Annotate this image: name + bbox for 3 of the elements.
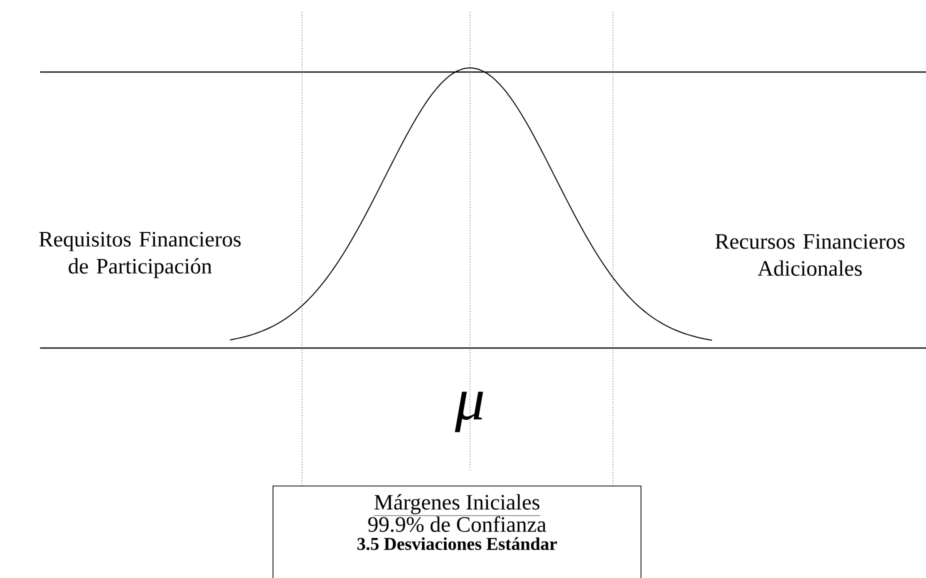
- text-box: Márgenes Iniciales 99.9% de Confianza 3.5 Desviaciones Estándar: [272, 486, 642, 578]
- side-label: Recursos Financieros Adicionales: [715, 234, 905, 276]
- side-label: Requisitos Financieros de Participación: [39, 232, 241, 278]
